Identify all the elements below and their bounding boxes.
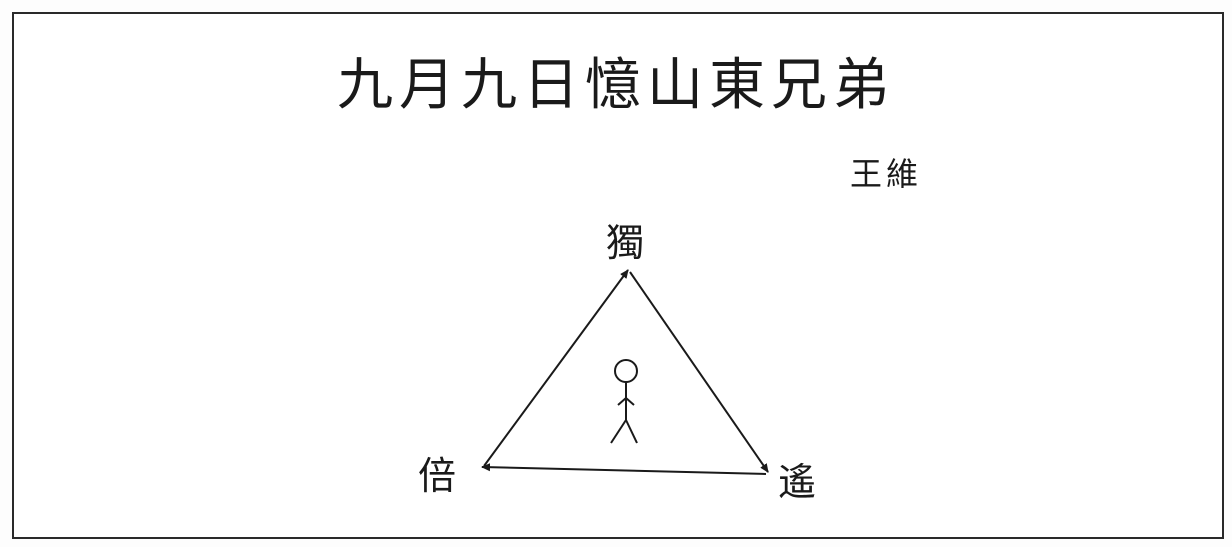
edge-right-to-left xyxy=(481,463,767,475)
edge-top-to-right xyxy=(629,271,769,473)
figure-arm-right xyxy=(625,397,635,406)
figure-arm-left xyxy=(617,397,627,406)
vertex-label-right: 遙 xyxy=(778,460,817,504)
vertex-label-top: 獨 xyxy=(606,221,645,265)
stick-figure-icon xyxy=(610,359,638,444)
figure-leg-left xyxy=(610,419,627,444)
poem-author: 王維 xyxy=(850,155,923,193)
edge-left-to-top xyxy=(483,269,629,467)
figure-head xyxy=(614,359,638,383)
poem-title: 九月九日憶山東兄弟 xyxy=(337,53,895,118)
poem-frame xyxy=(12,12,1224,539)
vertex-label-left: 倍 xyxy=(418,454,457,498)
figure-leg-right xyxy=(625,419,638,444)
